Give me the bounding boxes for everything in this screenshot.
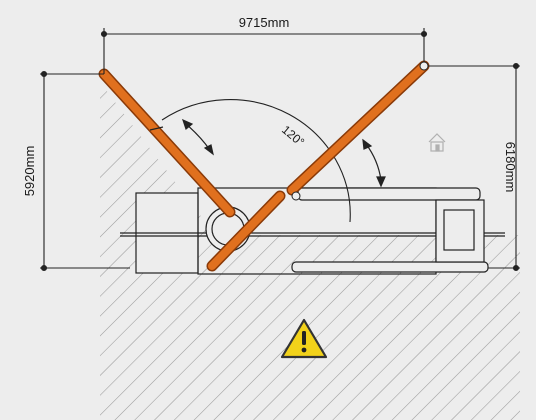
dimension-width [100,28,428,74]
width-label: 9715mm [239,15,290,30]
boom-right [206,60,430,272]
rotation-arrow-right [362,138,386,188]
angle-label: 120° [279,123,307,150]
house-icon [428,133,446,152]
dimension-right-height [428,62,520,272]
left-height-label: 5920mm [22,146,37,197]
machine-base [120,187,505,275]
angle-arc [161,99,351,223]
boom-left [98,68,236,218]
rotation-arrow-left [182,118,214,156]
right-height-label: 6180mm [503,142,518,193]
warning-triangle-icon [280,318,328,359]
dimension-left-height [40,70,130,272]
